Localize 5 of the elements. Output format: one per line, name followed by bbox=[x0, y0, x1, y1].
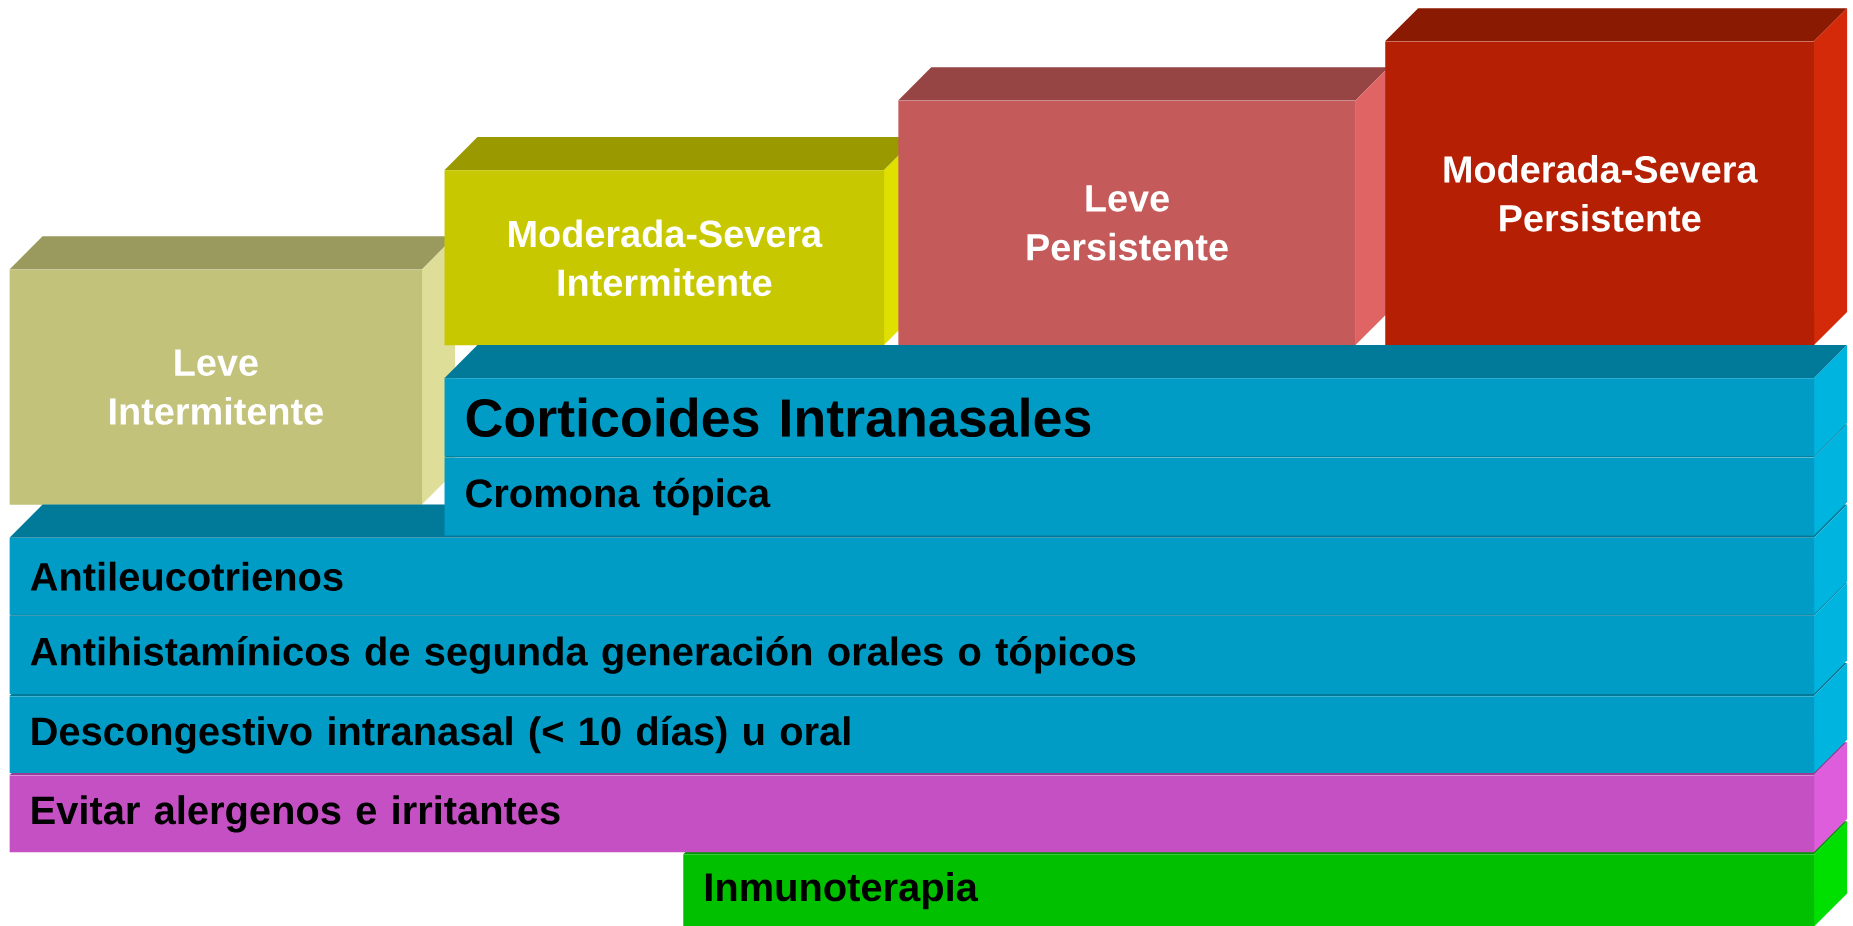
severity-block: Moderada-Severa Persistente bbox=[1385, 8, 1848, 345]
severity-block: Leve Persistente bbox=[898, 67, 1389, 345]
treatment-bar: Corticoides Intranasales bbox=[444, 344, 1848, 457]
severity-block: Leve Intermitente bbox=[9, 236, 455, 505]
severity-block: Moderada-Severa Intermitente bbox=[444, 136, 918, 345]
